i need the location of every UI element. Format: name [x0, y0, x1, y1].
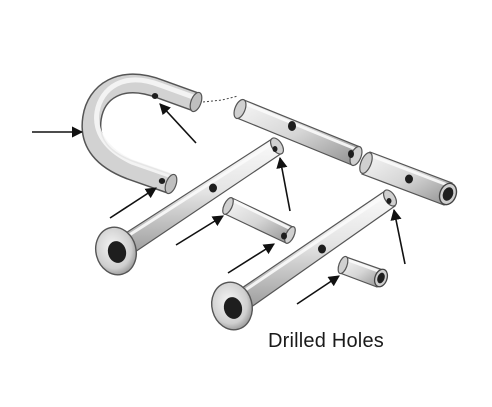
- drilled-hole: [151, 93, 159, 99]
- drilled-hole: [272, 146, 278, 152]
- caption-label: Drilled Holes: [268, 330, 384, 352]
- u-bend-tube: [81, 73, 203, 195]
- arrow: [276, 156, 291, 212]
- lower-flanged-tube: [211, 189, 398, 331]
- top-tube-segment: [233, 98, 363, 167]
- drilled-hole: [288, 121, 296, 131]
- right-tube-segment: [359, 151, 458, 206]
- drilled-hole: [158, 178, 166, 184]
- drilled-hole: [281, 232, 287, 240]
- dotted-connector: [202, 95, 239, 103]
- arrow: [296, 275, 340, 305]
- arrow: [175, 215, 224, 246]
- drilled-hole: [405, 174, 413, 184]
- hole-arrows: [32, 103, 406, 305]
- small-tube-segment: [337, 255, 389, 288]
- drilled-hole: [348, 150, 354, 158]
- upper-flanged-tube: [95, 137, 285, 276]
- short-tube-segment: [222, 197, 296, 244]
- drilled-hole: [209, 183, 217, 193]
- arrow: [109, 187, 157, 219]
- drilled-hole: [386, 198, 392, 204]
- arrow: [390, 208, 406, 265]
- arrow: [159, 103, 197, 144]
- drilled-hole: [318, 244, 326, 254]
- arrow: [227, 243, 275, 274]
